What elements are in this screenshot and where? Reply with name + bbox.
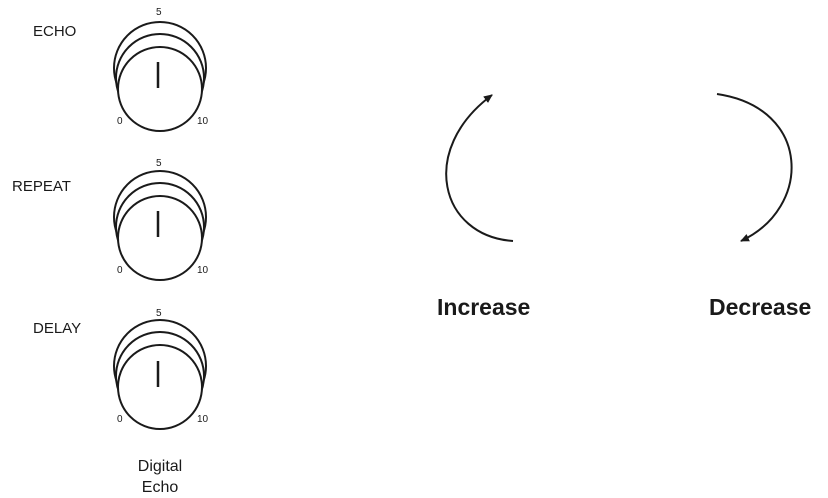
delay-knob[interactable] xyxy=(114,320,206,429)
repeat-scale-min: 0 xyxy=(117,265,123,276)
echo-scale-min: 0 xyxy=(117,116,123,127)
decrease-label: Decrease xyxy=(709,294,811,321)
echo-knob[interactable] xyxy=(114,22,206,131)
decrease-arrow-icon xyxy=(717,94,792,241)
delay-label: DELAY xyxy=(33,320,81,337)
repeat-scale-mid: 5 xyxy=(156,158,162,169)
echo-scale-mid: 5 xyxy=(156,7,162,18)
delay-scale-min: 0 xyxy=(117,414,123,425)
delay-scale-max: 10 xyxy=(197,414,208,425)
echo-label: ECHO xyxy=(33,23,76,40)
panel-title-line2: Echo xyxy=(110,477,210,498)
delay-scale-mid: 5 xyxy=(156,308,162,319)
repeat-knob[interactable] xyxy=(114,171,206,280)
increase-arrow-icon xyxy=(446,95,513,241)
echo-scale-max: 10 xyxy=(197,116,208,127)
panel-title: Digital Echo xyxy=(110,456,210,498)
panel-title-line1: Digital xyxy=(110,456,210,477)
repeat-scale-max: 10 xyxy=(197,265,208,276)
increase-label: Increase xyxy=(437,294,530,321)
repeat-label: REPEAT xyxy=(12,178,71,195)
